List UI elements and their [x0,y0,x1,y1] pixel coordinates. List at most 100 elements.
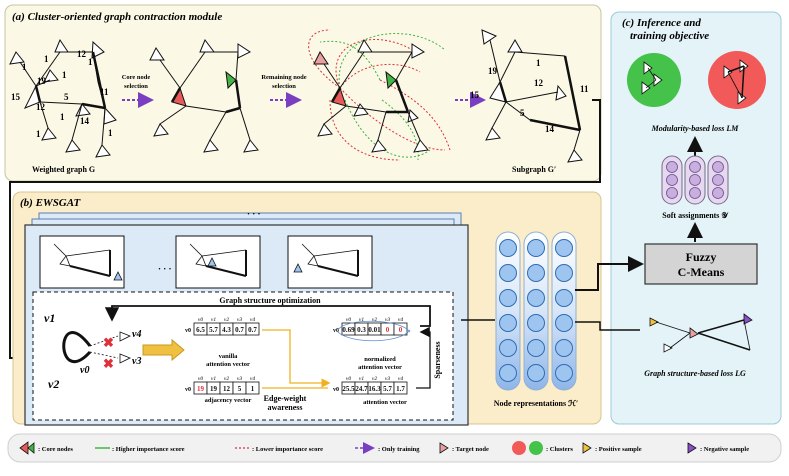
graph-loss-label: Graph structure-based loss LG [644,369,746,378]
repr-to-graph-arrow [575,321,640,331]
edge-weight: 1 [36,129,41,139]
sub-weight: 1 [536,58,541,68]
edge-weight: 1 [108,128,113,138]
weighted-graph [9,38,117,158]
repr-node [499,314,517,332]
legend-training: : Only training [378,446,420,453]
legend-positive: : Positive sample [595,446,642,453]
edge-weight: 12 [77,49,87,59]
adjacency-label: adjacency vector [205,397,252,404]
node-label: v0 [80,365,89,376]
remaining-selection-graph [308,29,451,161]
fcm-label: Fuzzy [686,250,717,264]
vector-value: 19 [210,385,218,393]
normalized-label: attention vector [358,364,402,371]
fcm-label: C-Means [678,265,725,279]
repr-node [527,339,545,357]
repr-node [555,339,573,357]
ew-label: Edge-weight [264,394,307,403]
node-repr-label: Node representations ℋ′ [494,399,579,408]
attention-arrow [142,338,185,362]
attention-label: attention vector [363,399,407,406]
legend [7,433,782,463]
legend-core: : Core nodes [38,446,73,453]
edge-weight: 1 [44,54,49,64]
sub-weight: 11 [580,84,589,94]
repr-column [495,231,521,391]
subgraph-weights: 19 1 15 12 5 11 14 [470,58,589,134]
vector-value: 0.7 [248,326,257,334]
core-selection-graph [149,39,259,153]
vector-header: v3 [237,317,242,323]
node-label: v1 [44,311,55,325]
vector-header: v0 [346,376,351,382]
sub-weight: 14 [545,124,555,134]
soft-node [666,161,678,173]
normalize-loop [337,320,411,342]
vector-value: 0.7 [235,326,244,334]
remove-mark: ✖ [103,356,114,371]
vector-value: 0.01 [368,326,381,334]
edge-weight: 5 [64,92,69,102]
soft-node [712,174,724,186]
vector-header: v1 [359,317,364,323]
edge-weight: 1 [60,112,65,122]
mini-graph-dots: · · · [158,264,172,274]
soft-capsule [661,155,683,205]
vector-cell [393,381,408,395]
repr-node [499,339,517,357]
legend-negative: : Negative sample [700,446,749,453]
node-label: v2 [48,377,59,391]
repr-to-fcm-arrow [575,256,644,291]
vanilla-label: attention vector [206,361,250,368]
edge-weight: 14 [80,116,90,126]
vector-cell [245,381,260,395]
repr-node [555,364,573,382]
soft-node [689,161,701,173]
soft-capsule [707,155,729,205]
vector-value: 0.69 [342,326,355,334]
subgraph [481,29,583,163]
step2-label: selection [272,83,296,90]
soft-capsule [684,155,706,205]
clusters [627,51,766,109]
repr-node [527,289,545,307]
vector-value: 0 [386,326,390,334]
sub-weight: 15 [470,90,480,100]
legend-target: : Target node [452,446,489,453]
panel-c-title: training objective [630,30,709,42]
sub-weight: 19 [488,66,498,76]
node-label: v4 [132,329,141,340]
edge-weight: 1 [62,70,67,80]
fcm-box [644,243,758,285]
vector-value: 5 [238,385,242,393]
panel-b-title: (b) EWSGAT [20,197,81,209]
step2-label: Remaining node [261,74,306,81]
vector-header: v1 [359,376,364,382]
sparseness-label: Sparseness [433,341,442,378]
edge-weight: 15 [11,92,21,102]
repr-column [523,231,549,391]
vector-row-label: v0 [185,387,191,393]
panel-c-title: (c) Inference and [622,17,701,29]
normalized-label: normalized [364,356,396,363]
repr-node [555,314,573,332]
ew-label: awareness [268,403,303,412]
repr-node [527,314,545,332]
vector-header: v2 [372,317,377,323]
mini-graph-3 [287,235,373,289]
soft-assignments [661,155,729,205]
panel-a [4,4,602,182]
repr-node [499,289,517,307]
node-label: v3 [132,356,141,367]
modularity-label: Modularity-based loss LM [651,124,740,133]
vector-header: v1 [211,317,216,323]
soft-label: Soft assignments 𝒴 [662,211,728,220]
node-graph [62,331,131,364]
step1-label: Core node [122,74,151,81]
remove-mark: ✖ [103,335,114,350]
